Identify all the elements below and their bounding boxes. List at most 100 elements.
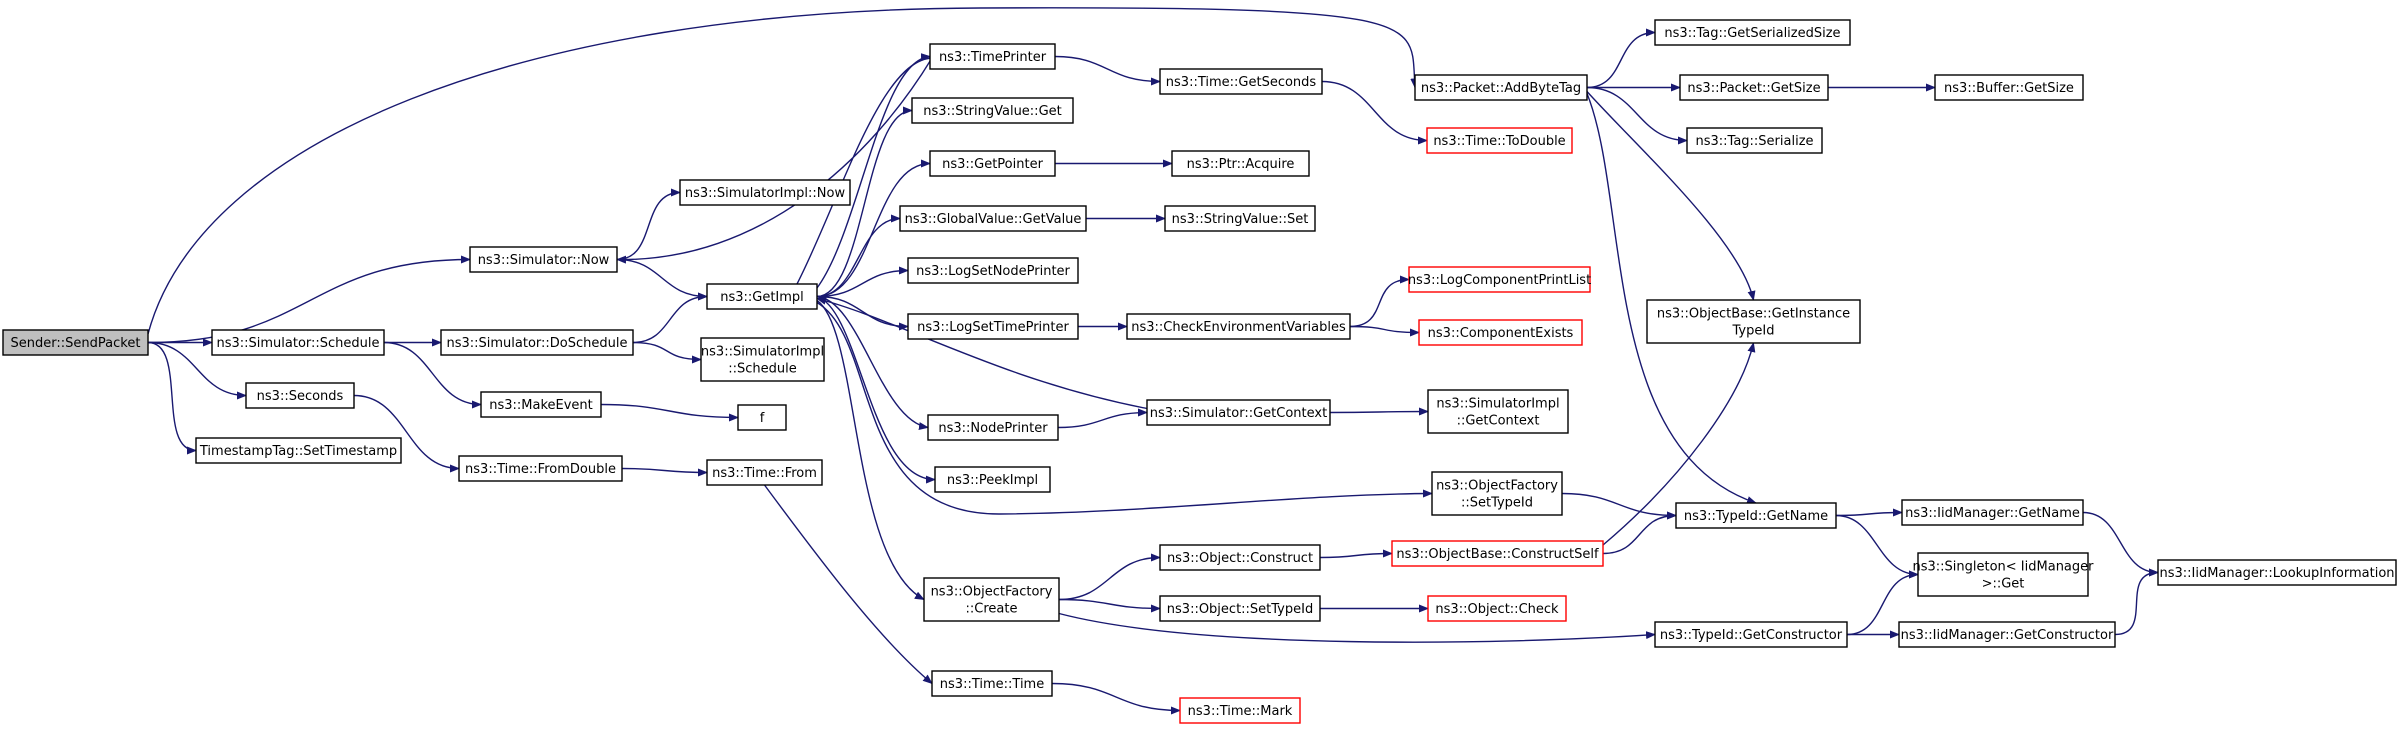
node-label: ns3::LogSetTimePrinter [917, 320, 1069, 335]
node-makeevent[interactable]: ns3::MakeEvent [480, 391, 602, 418]
edge-packet_addbytetag-to-ob_getinstance [1586, 91, 1756, 301]
node-typeid-getconstructor[interactable]: ns3::TypeId::GetConstructor [1654, 621, 1848, 648]
node-time-getseconds[interactable]: ns3::Time::GetSeconds [1159, 68, 1323, 95]
node-label: ns3::ObjectFactory [1436, 479, 1558, 494]
node-compexists[interactable]: ns3::ComponentExists [1418, 319, 1583, 346]
node-box [2, 329, 149, 356]
node-box [2157, 559, 2397, 586]
node-nodeprinter[interactable]: ns3::NodePrinter [927, 414, 1059, 441]
node-ptr-acquire[interactable]: ns3::Ptr::Acquire [1171, 150, 1310, 177]
node-box [911, 97, 1074, 124]
node-box [245, 382, 355, 409]
call-edges [147, 7, 2159, 715]
node-box [458, 455, 623, 482]
edge-of_create-to-typeid_getconstructor [1058, 612, 1656, 643]
node-label: ::Schedule [728, 362, 797, 377]
node-packet-getsize[interactable]: ns3::Packet::GetSize [1679, 74, 1829, 101]
edge-typeid_getconstructor-to-singleton_get [1846, 570, 1919, 636]
node-label: TimestampTag::SetTimestamp [199, 444, 397, 459]
node-tag-getserialized[interactable]: ns3::Tag::GetSerializedSize [1654, 19, 1851, 46]
node-box [1675, 502, 1837, 529]
node-gv-getvalue[interactable]: ns3::GlobalValue::GetValue [899, 205, 1087, 232]
node-typeid-getname[interactable]: ns3::TypeId::GetName [1675, 502, 1837, 529]
node-obj-settypeid[interactable]: ns3::Object::SetTypeId [1159, 595, 1321, 622]
node-simimpl-now[interactable]: ns3::SimulatorImpl::Now [679, 179, 851, 206]
node-obj-construct[interactable]: ns3::Object::Construct [1159, 544, 1321, 571]
node-stringvalue-set[interactable]: ns3::StringValue::Set [1164, 205, 1316, 232]
node-getpointer[interactable]: ns3::GetPointer [929, 150, 1056, 177]
node-checkenv[interactable]: ns3::CheckEnvironmentVariables [1126, 313, 1351, 340]
edge-of_create-to-obj_settypeid [1058, 598, 1161, 613]
node-box [1646, 299, 1861, 344]
node-time-from[interactable]: ns3::Time::From [706, 459, 823, 486]
node-label: ns3::GlobalValue::GetValue [905, 212, 1082, 227]
node-timeprinter[interactable]: ns3::TimePrinter [929, 43, 1056, 70]
node-logsetnode[interactable]: ns3::LogSetNodePrinter [907, 257, 1079, 284]
node-of-settypeid[interactable]: ns3::ObjectFactory::SetTypeId [1431, 471, 1563, 516]
node-time-mark[interactable]: ns3::Time::Mark [1179, 697, 1301, 724]
node-box [1418, 319, 1583, 346]
node-ob-constructself[interactable]: ns3::ObjectBase::ConstructSelf [1391, 540, 1604, 567]
node-iid-getname[interactable]: ns3::IidManager::GetName [1901, 499, 2084, 526]
edge-getimpl-to-sim_now [617, 57, 933, 285]
node-box [1901, 499, 2084, 526]
node-label: ns3::IidManager::GetConstructor [1901, 628, 2114, 643]
node-singleton-get[interactable]: ns3::Singleton< IidManager >::Get [1912, 552, 2094, 597]
node-tag-serialize[interactable]: ns3::Tag::Serialize [1686, 127, 1823, 154]
node-seconds[interactable]: ns3::Seconds [245, 382, 355, 409]
node-label: ns3::ObjectBase::ConstructSelf [1396, 547, 1599, 562]
node-label: ns3::Simulator::GetContext [1150, 406, 1327, 421]
node-label: ns3::SimulatorImpl [1436, 397, 1559, 412]
node-label: ns3::Ptr::Acquire [1187, 157, 1295, 172]
node-logcompprint[interactable]: ns3::LogComponentPrintList [1408, 266, 1591, 293]
node-sim-now[interactable]: ns3::Simulator::Now [469, 246, 618, 273]
edge-sim_now-to-getimpl [616, 258, 708, 301]
node-f[interactable]: f [737, 404, 787, 431]
edge-getimpl-to-logsetnode [816, 266, 909, 298]
node-simimpl-schedule[interactable]: ns3::SimulatorImpl::Schedule [700, 337, 825, 382]
node-sender[interactable]: Sender::SendPacket [2, 329, 149, 356]
node-iid-getconstructor[interactable]: ns3::IidManager::GetConstructor [1898, 621, 2116, 648]
node-label: ns3::IidManager::GetName [1905, 506, 2080, 521]
node-box [1427, 389, 1569, 434]
node-simimpl-getcontext[interactable]: ns3::SimulatorImpl::GetContext [1427, 389, 1569, 434]
node-fromdouble[interactable]: ns3::Time::FromDouble [458, 455, 623, 482]
edge-seconds-to-fromdouble [353, 394, 460, 473]
node-label: ns3::TypeId::GetConstructor [1660, 628, 1843, 643]
node-packet-addbytetag[interactable]: ns3::Packet::AddByteTag [1414, 74, 1588, 101]
node-label: ns3::Buffer::GetSize [1944, 81, 2074, 96]
node-time-time[interactable]: ns3::Time::Time [931, 670, 1053, 697]
node-peekimpl[interactable]: ns3::PeekImpl [934, 466, 1051, 493]
node-label: ns3::Simulator::Now [478, 253, 610, 268]
node-stringvalue-get[interactable]: ns3::StringValue::Get [911, 97, 1074, 124]
node-label: ::Create [966, 602, 1018, 617]
node-box [1686, 127, 1823, 154]
node-sim-getcontext[interactable]: ns3::Simulator::GetContext [1146, 399, 1331, 426]
node-label: ns3::SimulatorImpl::Now [685, 186, 846, 201]
node-box [1654, 19, 1851, 46]
node-sim-doschedule[interactable]: ns3::Simulator::DoSchedule [440, 329, 634, 356]
node-label: ns3::ComponentExists [1428, 326, 1574, 341]
edge-typeid_getname-to-iid_getname [1835, 508, 1903, 517]
node-label: f [760, 411, 765, 426]
node-label: ns3::NodePrinter [938, 421, 1048, 436]
node-of-create[interactable]: ns3::ObjectFactory::Create [923, 577, 1060, 622]
node-logsettime[interactable]: ns3::LogSetTimePrinter [907, 313, 1079, 340]
node-ts-set[interactable]: TimestampTag::SetTimestamp [195, 437, 402, 464]
node-label: ns3::Time::ToDouble [1433, 134, 1565, 149]
node-label: ns3::Object::Construct [1167, 551, 1313, 566]
node-buffer-getsize[interactable]: ns3::Buffer::GetSize [1934, 74, 2084, 101]
node-label: ns3::Simulator::Schedule [216, 336, 379, 351]
edge-iid_getname-to-iid_lookup [2082, 511, 2159, 577]
node-getimpl[interactable]: ns3::GetImpl [706, 283, 818, 310]
edge-makeevent-to-f [600, 403, 739, 422]
node-box [1431, 471, 1563, 516]
node-label: ns3::StringValue::Set [1172, 212, 1309, 227]
node-iid-lookup[interactable]: ns3::IidManager::LookupInformation [2157, 559, 2397, 586]
node-label: ns3::Object::Check [1435, 602, 1559, 617]
node-time-todouble[interactable]: ns3::Time::ToDouble [1426, 127, 1573, 154]
node-obj-check[interactable]: ns3::Object::Check [1427, 595, 1567, 622]
node-box [480, 391, 602, 418]
node-sim-schedule[interactable]: ns3::Simulator::Schedule [211, 329, 385, 356]
